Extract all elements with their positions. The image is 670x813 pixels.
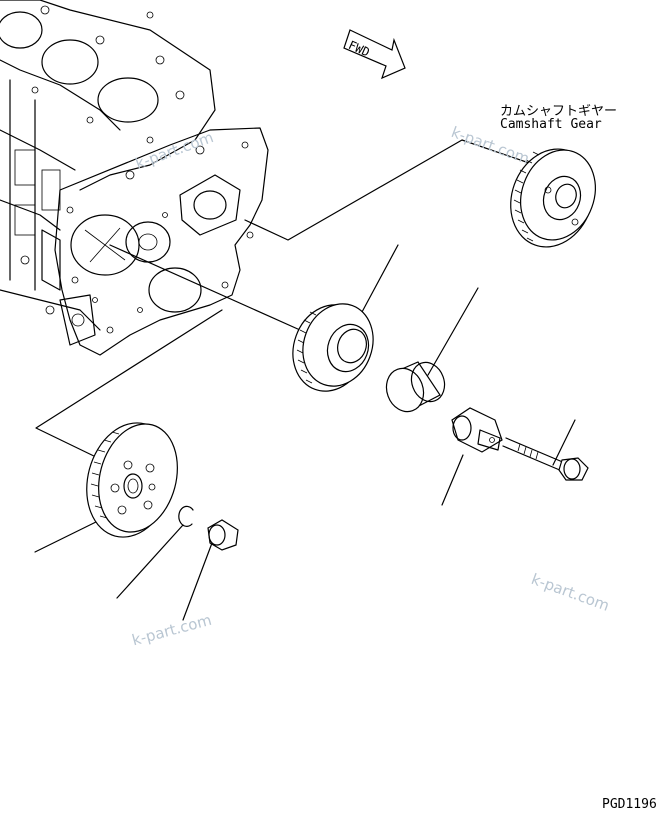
front-plate bbox=[54, 127, 269, 356]
idler-gear bbox=[292, 303, 374, 392]
fwd-arrow-icon bbox=[343, 29, 406, 80]
leader-lines bbox=[34, 139, 576, 621]
nut bbox=[207, 519, 239, 551]
idler-bushing bbox=[385, 361, 446, 413]
idler-shaft bbox=[451, 407, 503, 453]
camshaft-gear bbox=[510, 148, 596, 248]
engine-block bbox=[0, 0, 216, 346]
drawing-code: PGD1196 bbox=[602, 797, 657, 812]
camshaft-gear-label-en: Camshaft Gear bbox=[500, 117, 602, 132]
crankshaft-gear bbox=[86, 422, 178, 538]
idler-bolt bbox=[502, 437, 589, 481]
camshaft-gear-label-jp: カムシャフトギヤー bbox=[500, 104, 618, 119]
snap-ring bbox=[178, 505, 194, 527]
